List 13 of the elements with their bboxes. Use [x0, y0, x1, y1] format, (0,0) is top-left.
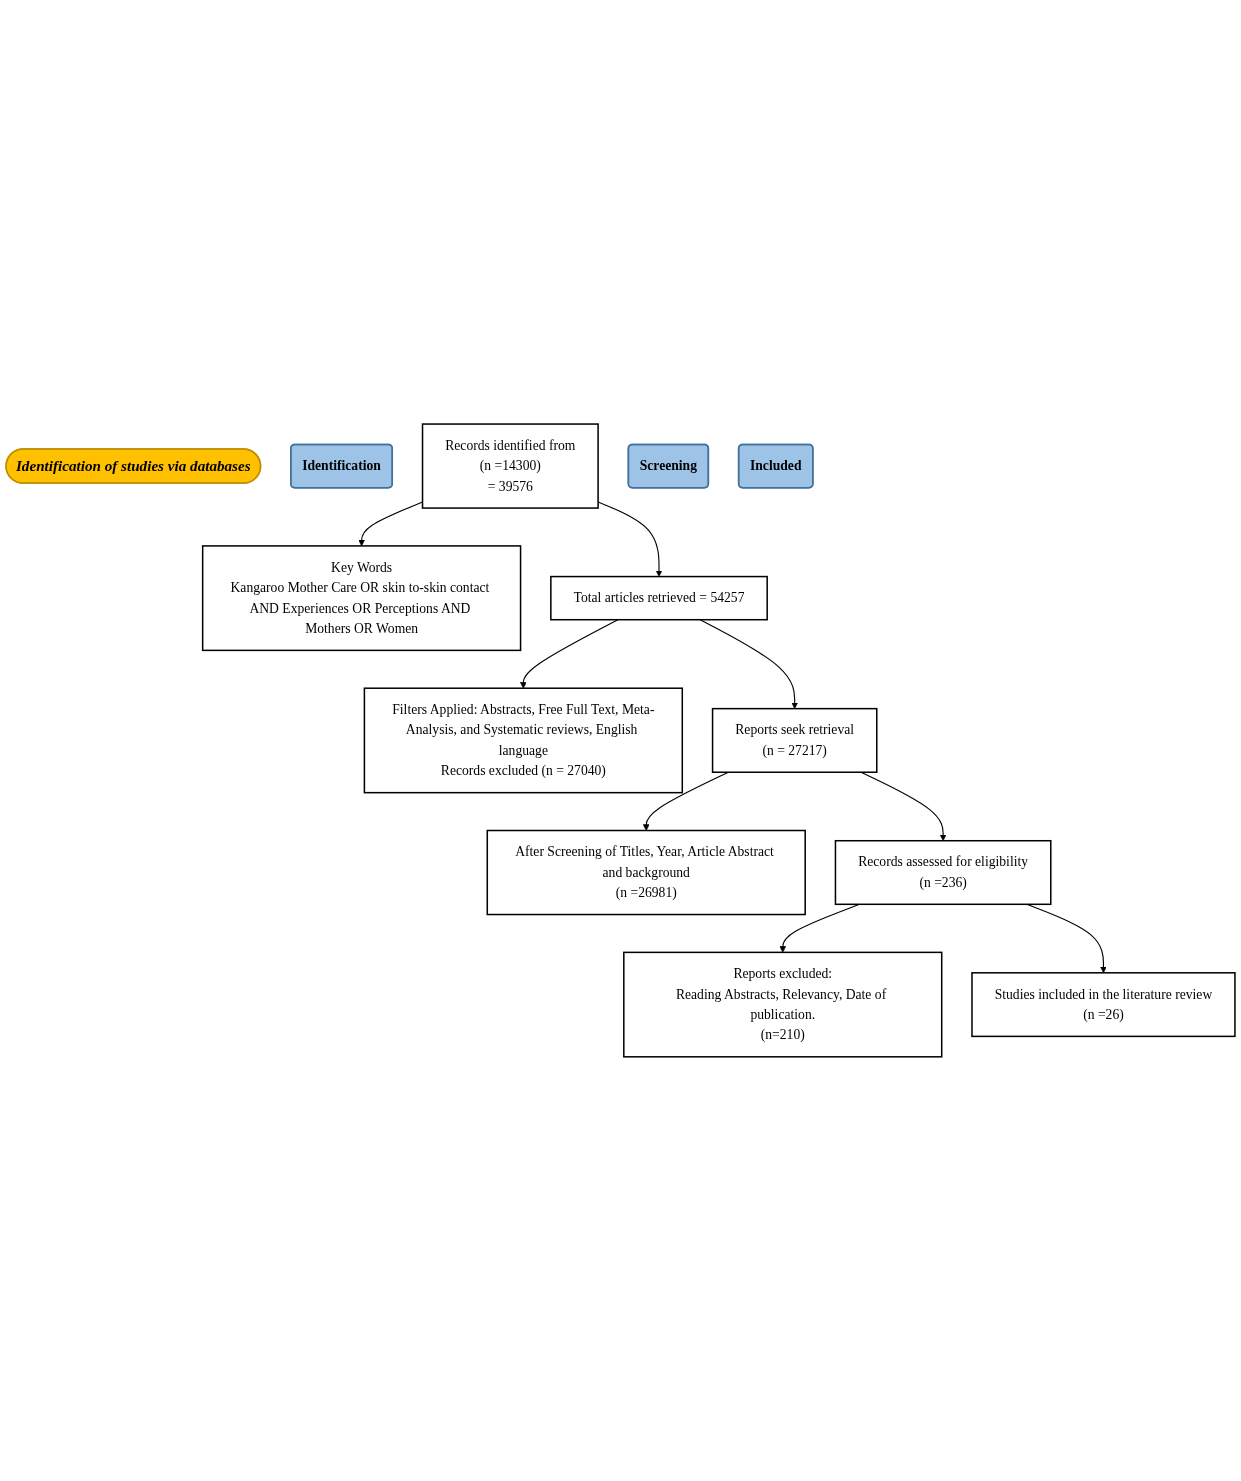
arrow — [642, 771, 729, 831]
arrow — [699, 619, 798, 709]
node-box: After Screening of Titles, Year, Article Abstract and background (n =26981) — [486, 829, 806, 916]
node-box: Reports excluded: Reading Abstracts, Relevancy, Date of publication. (n=210) — [623, 951, 943, 1058]
node-box: Key Words Kangaroo Mother Care OR skin to-skin contact AND Experiences OR Perceptions AND Mothers OR Women — [201, 545, 522, 652]
arrow — [860, 771, 947, 842]
node-box: Records assessed for eligibility (n =236) — [834, 840, 1052, 906]
node-box: Total articles retrieved = 54257 — [550, 575, 768, 621]
node-box: Records identified from (n =14300) = 39576 — [421, 423, 599, 509]
arrow — [520, 619, 619, 689]
node-box: Filters Applied: Abstracts, Free Full Text, Meta-Analysis, and Systematic reviews, English language Records excluded (n = 27040) — [363, 687, 684, 794]
node-box: Reports seek retrieval (n = 27217) — [711, 707, 878, 774]
node-box: Studies included in the literature review (n =26) — [971, 972, 1236, 1038]
